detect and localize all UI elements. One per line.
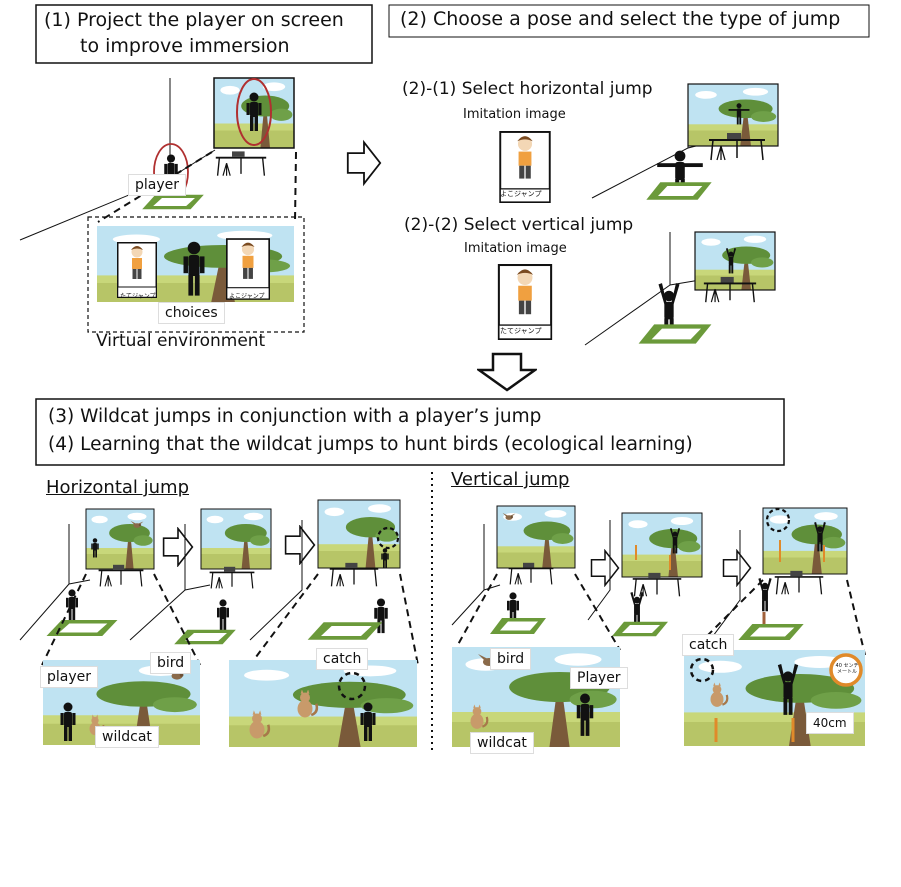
choice-card-right-caption: よこジャンプ: [229, 293, 265, 300]
floor-mat-step1: [142, 194, 204, 210]
h-catch-tag: catch: [316, 648, 369, 670]
v-mat-2: [612, 621, 668, 637]
arrow-step1-to-step2: [346, 141, 382, 185]
screen-vertical-jump: [695, 232, 775, 290]
choice-card-left-caption: たてジャンプ: [120, 293, 156, 300]
step2-2-title: (2)-(2) Select vertical jump: [404, 215, 634, 235]
step1-section: [19, 4, 373, 333]
h-player-1: [66, 589, 78, 621]
h-screen-3-catch-circle: [376, 526, 400, 550]
h-zoom-lines-1: [41, 573, 201, 666]
h-mat-3: [307, 622, 383, 640]
virtual-environment-label: Virtual environment: [96, 331, 266, 351]
h-wildcat-tag: wildcat: [95, 726, 159, 748]
floor-mat-horizontal: [646, 182, 712, 200]
virtual-environment-frame: [87, 216, 305, 333]
step2-2-imitation-label: Imitation image: [464, 241, 567, 256]
v-wildcat-tag: wildcat: [470, 732, 534, 754]
v-arrow-1: [590, 549, 620, 587]
v-zoom-lines-1: [454, 573, 621, 651]
v-vs2-catch-circle: [689, 657, 715, 683]
h-bird-tag: bird: [150, 652, 192, 674]
v-catch-tag: catch: [682, 634, 735, 656]
step34-title-box: [35, 398, 785, 466]
h-desk-2: [208, 566, 256, 590]
v-height-sign-text: 40 センチメートル: [835, 663, 859, 675]
step1-title-line1: (1) Project the player on screen: [44, 9, 344, 31]
v-vs2-height-sign-ring: [829, 653, 863, 687]
screen-highlight-circle: [236, 78, 272, 146]
h-player-2: [217, 599, 229, 631]
v-screen-3-catch-circle: [765, 507, 791, 533]
v-screen-3: [763, 508, 847, 574]
step3-line: (3) Wildcat jumps in conjunction with a …: [48, 406, 542, 427]
step2-title: (2) Choose a pose and select the type of…: [400, 8, 841, 30]
step2-title-box: [388, 4, 870, 38]
v-bird-tag: bird: [490, 648, 532, 670]
step2-2-card-caption: たてジャンプ: [500, 327, 542, 335]
h-vs2-catch-circle: [337, 671, 367, 701]
v-player-2: [630, 592, 644, 626]
v-mat-1: [490, 618, 546, 634]
step1-title-box: [35, 4, 373, 64]
step2-1-card-caption: よこジャンプ: [500, 190, 542, 198]
h-arrow-2: [284, 525, 316, 565]
step1-player-tag: player: [128, 174, 187, 196]
h-arrow-1: [162, 527, 194, 567]
v-screen-2: [622, 513, 702, 577]
step2-section: [388, 4, 870, 346]
floor-mat-vertical: [638, 324, 712, 344]
desk-projector-step1: [214, 150, 268, 177]
h-player-tag: player: [40, 666, 99, 688]
h-screen-2: [201, 509, 271, 569]
h-zoom-lines-2: [249, 573, 419, 666]
arrow-down: [477, 352, 537, 392]
vertical-jump-section: [451, 505, 866, 747]
choice-card-left: [117, 241, 157, 299]
choice-card-right: [226, 238, 270, 300]
v-mat-3: [738, 624, 804, 640]
horizontal-jump-section: [19, 499, 419, 747]
v-height-tag: 40cm: [806, 712, 854, 734]
step4-line: (4) Learning that the wildcat jumps to h…: [48, 434, 693, 455]
v-arrow-2: [722, 549, 752, 587]
step2-1-imitation-label: Imitation image: [463, 107, 566, 122]
v-player-tag: Player: [570, 667, 628, 689]
step2-1-title: (2)-(1) Select horizontal jump: [402, 79, 653, 99]
vertical-jump-heading: Vertical jump: [451, 469, 570, 490]
step1-title-line2: to improve immersion: [80, 35, 290, 57]
horizontal-jump-heading: Horizontal jump: [46, 477, 189, 498]
choices-tag: choices: [158, 302, 225, 324]
